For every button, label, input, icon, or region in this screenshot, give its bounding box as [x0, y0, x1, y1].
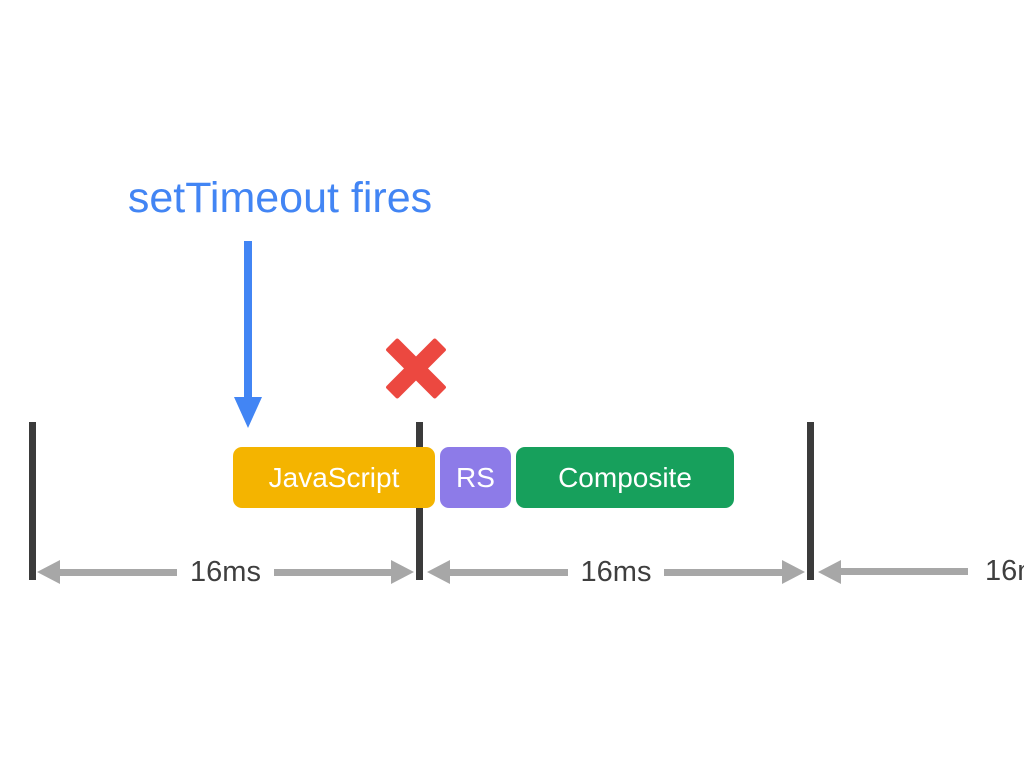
down-arrow-head-icon	[234, 397, 262, 428]
javascript-task-bar: JavaScript	[233, 447, 435, 508]
arrow-left-icon	[37, 560, 60, 584]
arrow-left-icon	[427, 560, 450, 584]
interval-3-duration-label: 16ms	[985, 555, 1024, 587]
frame-interval-1: 16ms	[37, 550, 415, 594]
frame-boundary-line-3	[807, 422, 814, 580]
interval-1-duration-label: 16ms	[190, 555, 261, 588]
arrow-right-icon	[782, 560, 806, 584]
frame-boundary-line-1	[29, 422, 36, 580]
frame-interval-3-shaft	[841, 568, 968, 575]
down-arrow-icon	[244, 241, 252, 399]
frame-interval-2: 16ms	[427, 550, 806, 594]
arrow-right-icon	[391, 560, 415, 584]
settimeout-fires-label: setTimeout fires	[127, 174, 433, 222]
interval-2-duration-label: 16ms	[580, 555, 652, 588]
composite-task-bar: Composite	[516, 447, 734, 508]
arrow-left-icon	[818, 560, 841, 584]
missed-frame-x-icon	[381, 337, 451, 400]
render-style-task-bar: RS	[440, 447, 511, 508]
